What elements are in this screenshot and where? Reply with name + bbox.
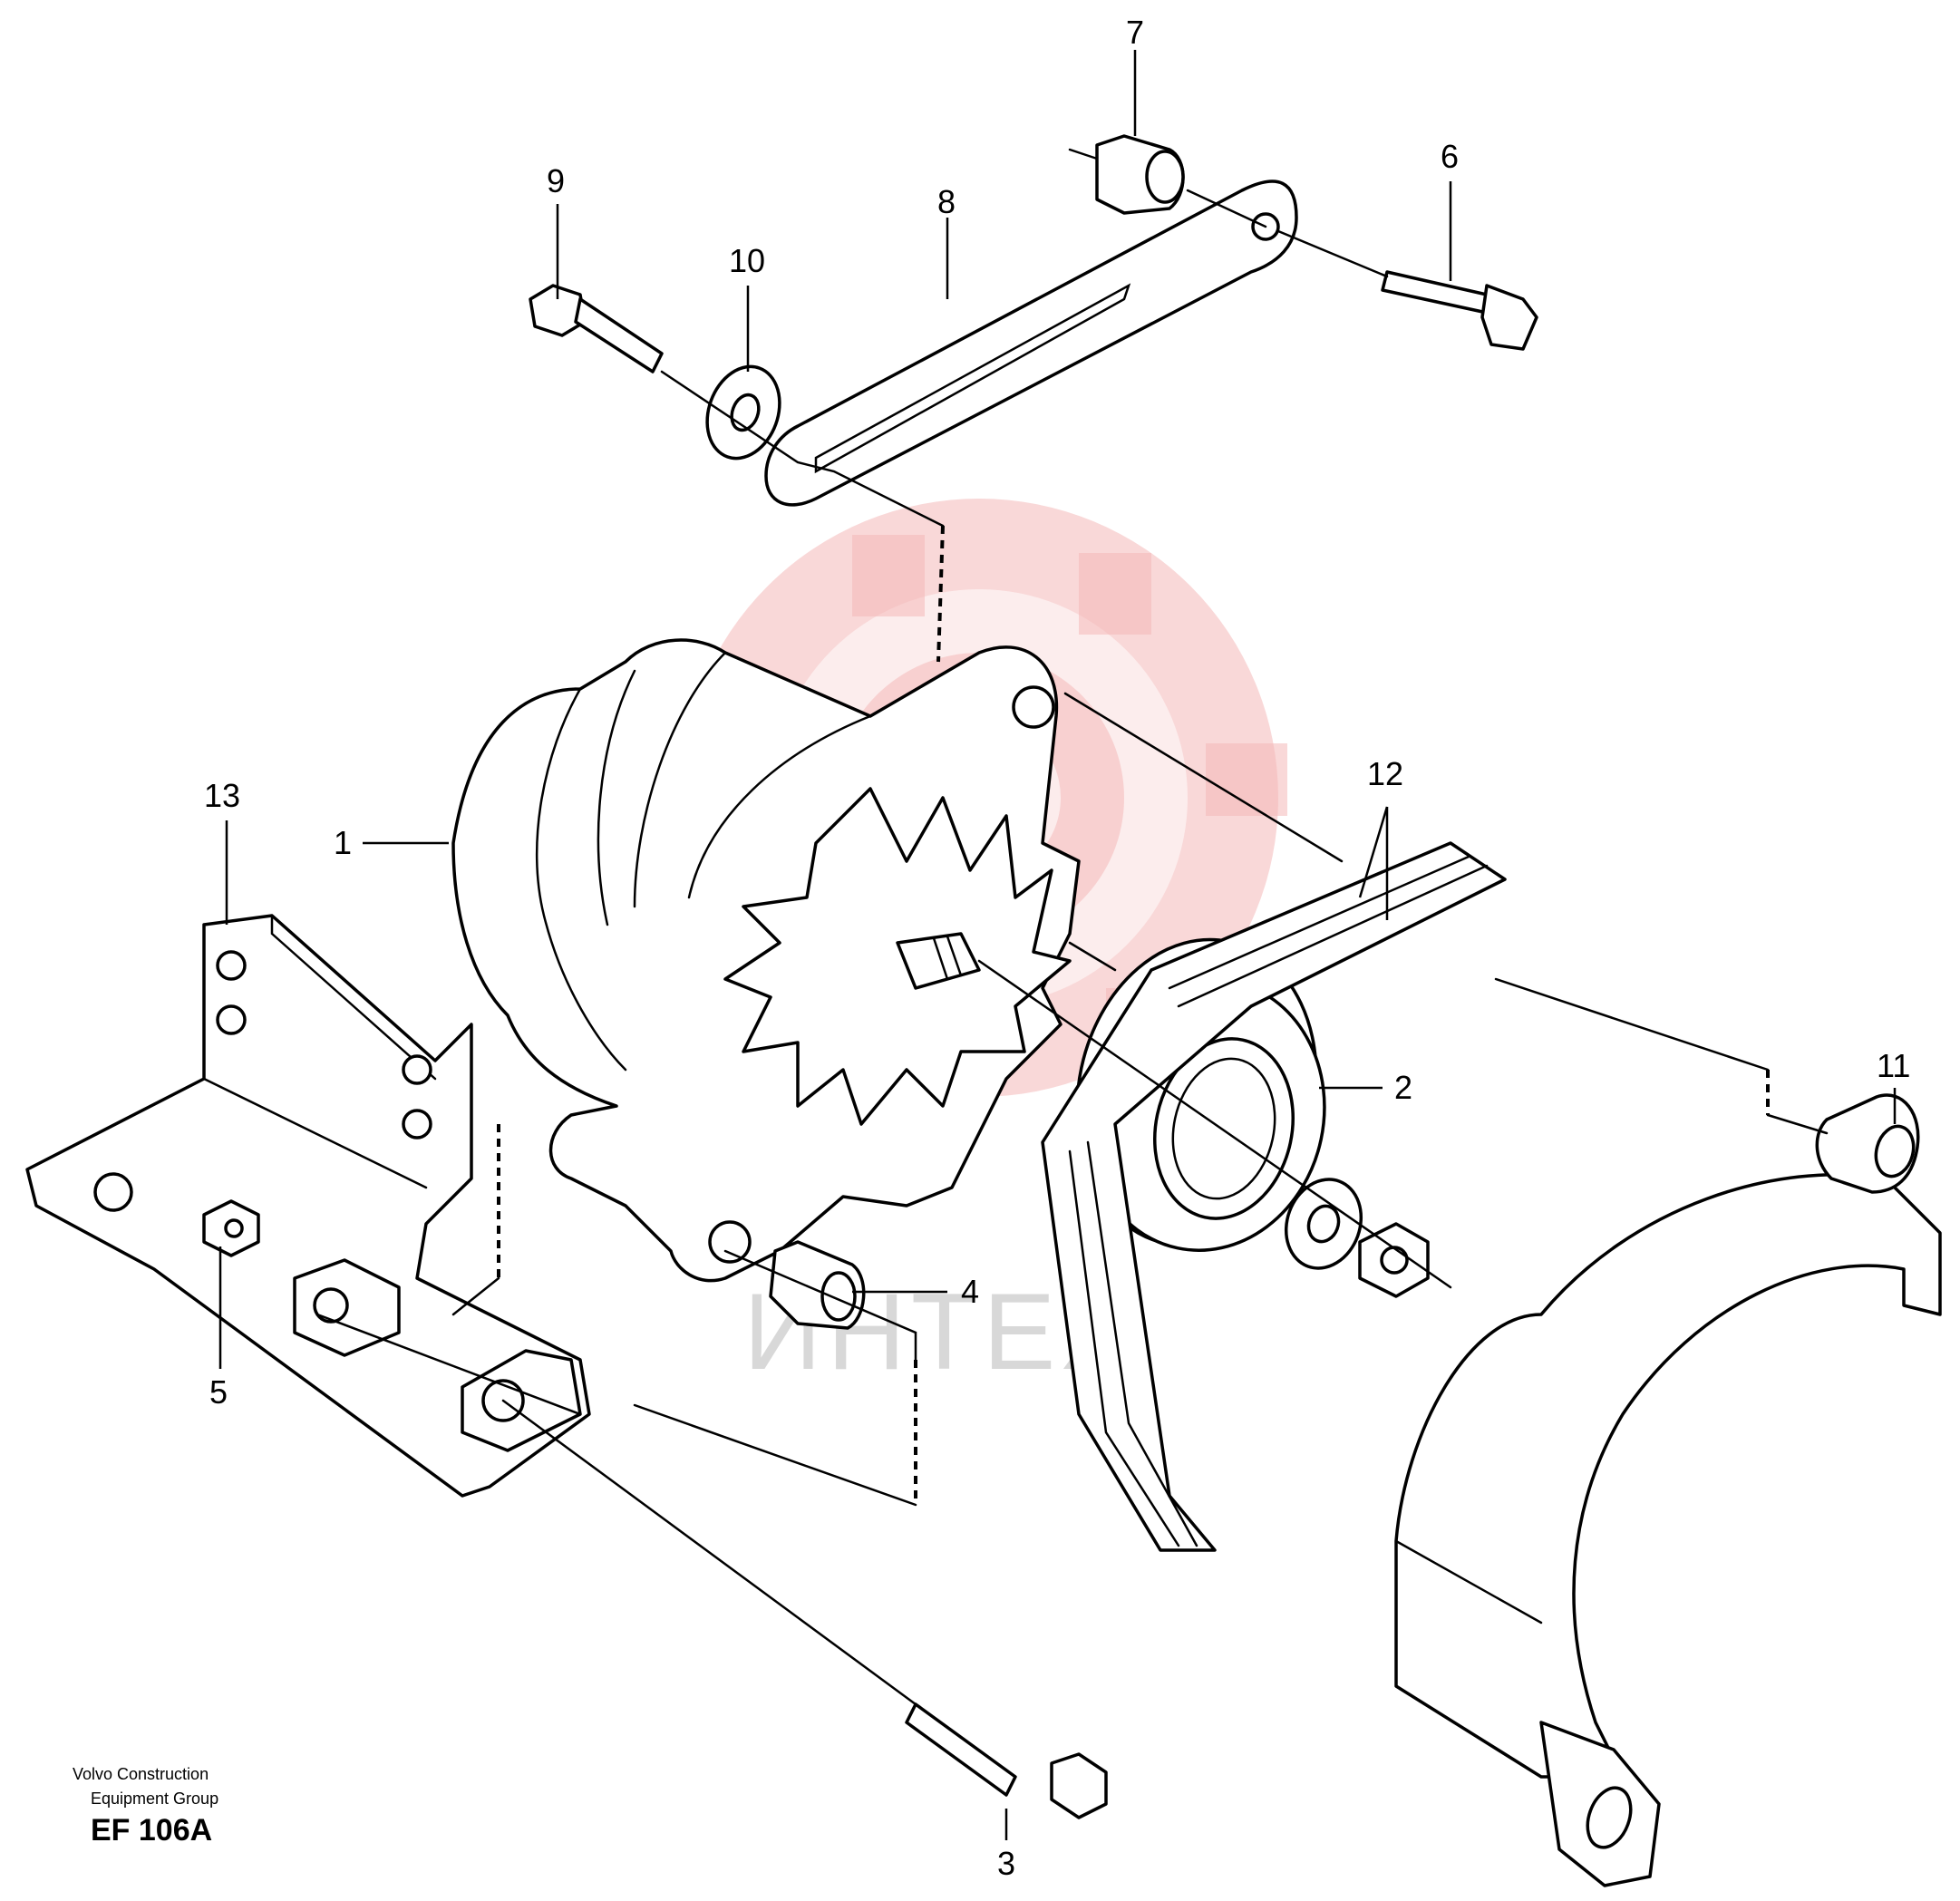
leader-lines — [218, 50, 1897, 1840]
callout-2: 2 — [1394, 1069, 1412, 1106]
footer-company-line2: Equipment Group — [91, 1789, 218, 1808]
bolt-3-part — [905, 1702, 1108, 1819]
footer-caption: Volvo Construction Equipment Group EF 10… — [73, 1765, 218, 1848]
spacer-bushing-part — [769, 1240, 866, 1330]
callout-13: 13 — [204, 777, 240, 814]
footer-diagram-code: EF 106A — [91, 1813, 212, 1848]
callout-labels: 1 2 3 4 5 6 7 8 9 10 11 12 13 — [204, 14, 1910, 1882]
pulley-washer-part — [1284, 1178, 1363, 1270]
callout-7: 7 — [1126, 14, 1144, 51]
mounting-bracket-part — [25, 914, 591, 1498]
callout-8: 8 — [937, 183, 956, 220]
adjusting-bar-part — [764, 179, 1298, 507]
belt-guard-part — [1394, 1172, 1942, 1887]
callout-3: 3 — [997, 1845, 1015, 1882]
callout-4: 4 — [961, 1273, 979, 1310]
bolt-6-part — [1381, 270, 1538, 351]
callout-12: 12 — [1367, 755, 1403, 792]
callout-1: 1 — [334, 824, 352, 861]
alternator-part — [451, 638, 1081, 1283]
callout-6: 6 — [1441, 138, 1459, 175]
bolt-9-part — [529, 284, 664, 373]
footer-company-line1: Volvo Construction — [73, 1765, 209, 1783]
v-belt-part — [1041, 841, 1507, 1552]
pulley-nut-part — [1358, 1222, 1430, 1298]
callout-9: 9 — [547, 162, 565, 199]
callout-11: 11 — [1877, 1047, 1910, 1084]
assembly-lines — [315, 148, 1829, 1706]
callout-5: 5 — [209, 1373, 228, 1411]
nut-part — [202, 1199, 260, 1257]
guard-spacer-part — [1815, 1093, 1920, 1194]
flat-washer-part — [705, 364, 781, 461]
callout-10: 10 — [729, 242, 765, 279]
spacer-sleeve-part — [1095, 134, 1185, 215]
